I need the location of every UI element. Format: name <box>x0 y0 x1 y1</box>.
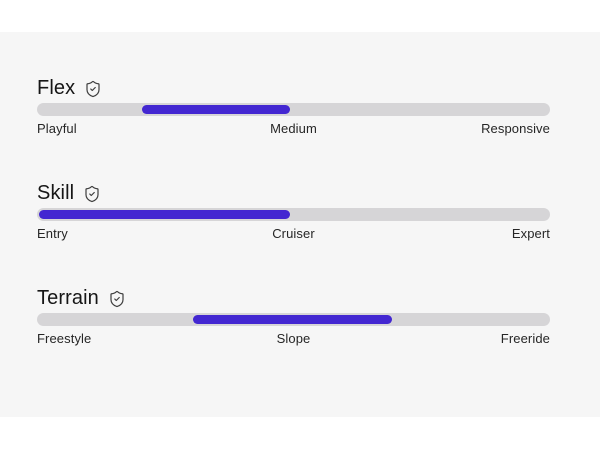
slider-fill-flex <box>142 105 290 114</box>
spec-section-flex: Flex Playful Medium Responsive <box>37 76 550 137</box>
spec-section-terrain: Terrain Freestyle Slope Freeride <box>37 286 550 347</box>
slider-label-max: Responsive <box>481 121 550 136</box>
slider-fill-skill <box>39 210 290 219</box>
specs-panel: Flex Playful Medium Responsive Skill <box>0 32 600 417</box>
slider-label-max: Expert <box>511 226 550 241</box>
spec-title-skill: Skill <box>37 182 75 204</box>
shield-check-icon[interactable] <box>84 80 102 98</box>
slider-labels-flex: Playful Medium Responsive <box>37 121 550 137</box>
slider-track-skill <box>37 208 550 221</box>
spec-section-skill: Skill Entry Cruiser Expert <box>37 181 550 242</box>
spec-title-flex: Flex <box>37 77 76 99</box>
spec-title-terrain: Terrain <box>37 287 99 309</box>
shield-check-icon[interactable] <box>83 185 101 203</box>
slider-label-min: Entry <box>37 226 68 241</box>
spec-title-row: Terrain <box>37 286 550 310</box>
slider-fill-terrain <box>192 315 392 324</box>
spec-title-row: Flex <box>37 76 550 100</box>
spec-title-row: Skill <box>37 181 550 205</box>
slider-label-mid: Cruiser <box>272 226 315 241</box>
slider-track-terrain <box>37 313 550 326</box>
shield-check-icon[interactable] <box>108 290 126 308</box>
slider-label-min: Playful <box>37 121 77 136</box>
slider-labels-skill: Entry Cruiser Expert <box>37 226 550 242</box>
slider-labels-terrain: Freestyle Slope Freeride <box>37 331 550 347</box>
slider-track-flex <box>37 103 550 116</box>
slider-label-min: Freestyle <box>37 331 92 346</box>
slider-label-mid: Medium <box>270 121 317 136</box>
slider-label-mid: Slope <box>276 331 311 346</box>
slider-label-max: Freeride <box>500 331 550 346</box>
